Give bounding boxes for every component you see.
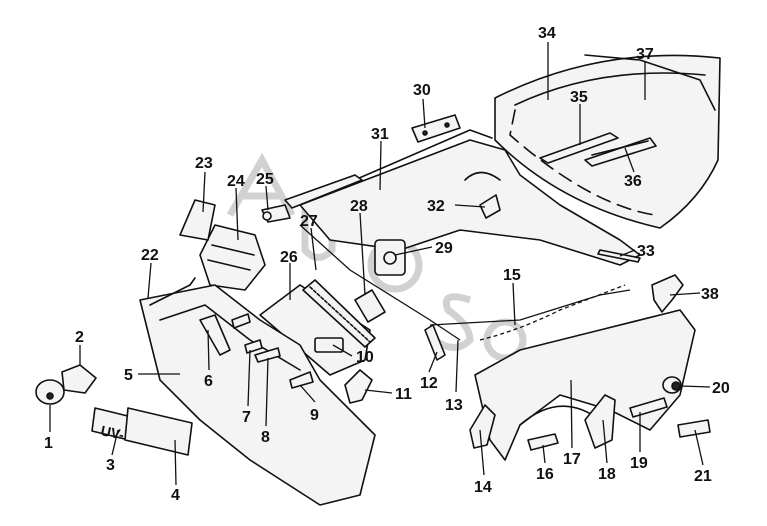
callout-13: 13 <box>445 397 463 414</box>
callout-38: 38 <box>701 286 719 303</box>
callout-7: 7 <box>242 409 251 426</box>
callout-5: 5 <box>124 367 133 384</box>
latch-32 <box>479 194 501 219</box>
callout-32: 32 <box>427 198 445 215</box>
strip-33 <box>597 249 641 263</box>
callout-36: 36 <box>624 173 642 190</box>
callout-15: 15 <box>503 267 521 284</box>
callout-18: 18 <box>598 466 616 483</box>
cable-15-b <box>479 284 626 341</box>
callout-30: 30 <box>413 82 431 99</box>
cable-15 <box>429 289 631 326</box>
callout-24: 24 <box>227 173 245 190</box>
badge-21 <box>677 419 711 438</box>
clip-16 <box>527 433 559 451</box>
callout-27: 27 <box>300 213 318 230</box>
rear-bumper <box>139 277 376 506</box>
taillight-24 <box>199 224 266 291</box>
callout-29: 29 <box>435 240 453 257</box>
callout-21: 21 <box>694 468 712 485</box>
watermark <box>226 152 527 362</box>
rear-fender-17 <box>474 309 696 461</box>
callout-23: 23 <box>195 155 213 172</box>
bracket-11 <box>344 369 373 404</box>
callout-35: 35 <box>570 89 588 106</box>
lamp-1 <box>35 379 65 405</box>
clips-6-9 <box>199 313 314 389</box>
callout-31: 31 <box>371 126 389 143</box>
rear-wiper <box>539 132 657 167</box>
callout-4: 4 <box>171 487 180 504</box>
callout-6: 6 <box>204 373 213 390</box>
callout-19: 19 <box>630 455 648 472</box>
callout-33: 33 <box>637 243 655 260</box>
callout-20: 20 <box>712 380 730 397</box>
bracket-38 <box>651 274 684 313</box>
callout-3: 3 <box>106 457 115 474</box>
callout-17: 17 <box>563 451 581 468</box>
callout-34: 34 <box>538 25 556 42</box>
callout-26: 26 <box>280 249 298 266</box>
bulb-holder-25 <box>261 204 291 223</box>
plate-frame-4 <box>124 407 193 456</box>
callout-11: 11 <box>395 386 412 403</box>
callout-37: 37 <box>636 46 654 63</box>
cable-13 <box>299 224 461 341</box>
spoiler-27 <box>284 174 363 209</box>
callout-28: 28 <box>350 198 368 215</box>
callout-16: 16 <box>536 466 554 483</box>
callout-12: 12 <box>420 375 438 392</box>
fuel-cap-20 <box>662 376 682 394</box>
callout-labels: 1 2 3 4 5 6 7 8 9 10 11 12 13 14 15 16 1… <box>44 25 730 504</box>
callout-1: 1 <box>44 435 53 452</box>
grille-10 <box>302 279 376 348</box>
rod-12 <box>424 324 446 361</box>
lock-assembly-29 <box>374 239 406 276</box>
clip-19 <box>629 397 668 418</box>
callout-2: 2 <box>75 329 84 346</box>
callout-22: 22 <box>141 247 159 264</box>
callout-10: 10 <box>356 349 374 366</box>
bracket-14 <box>469 404 496 449</box>
lens-23 <box>179 199 216 241</box>
callout-9: 9 <box>310 407 319 424</box>
panel-18 <box>584 394 616 449</box>
bracket-28 <box>354 289 386 323</box>
lamp-2 <box>61 364 97 394</box>
callout-25: 25 <box>256 171 274 188</box>
callout-8: 8 <box>261 429 270 446</box>
callout-14: 14 <box>474 479 492 496</box>
hinge-30 <box>411 114 461 143</box>
leader-lines <box>49 42 711 486</box>
